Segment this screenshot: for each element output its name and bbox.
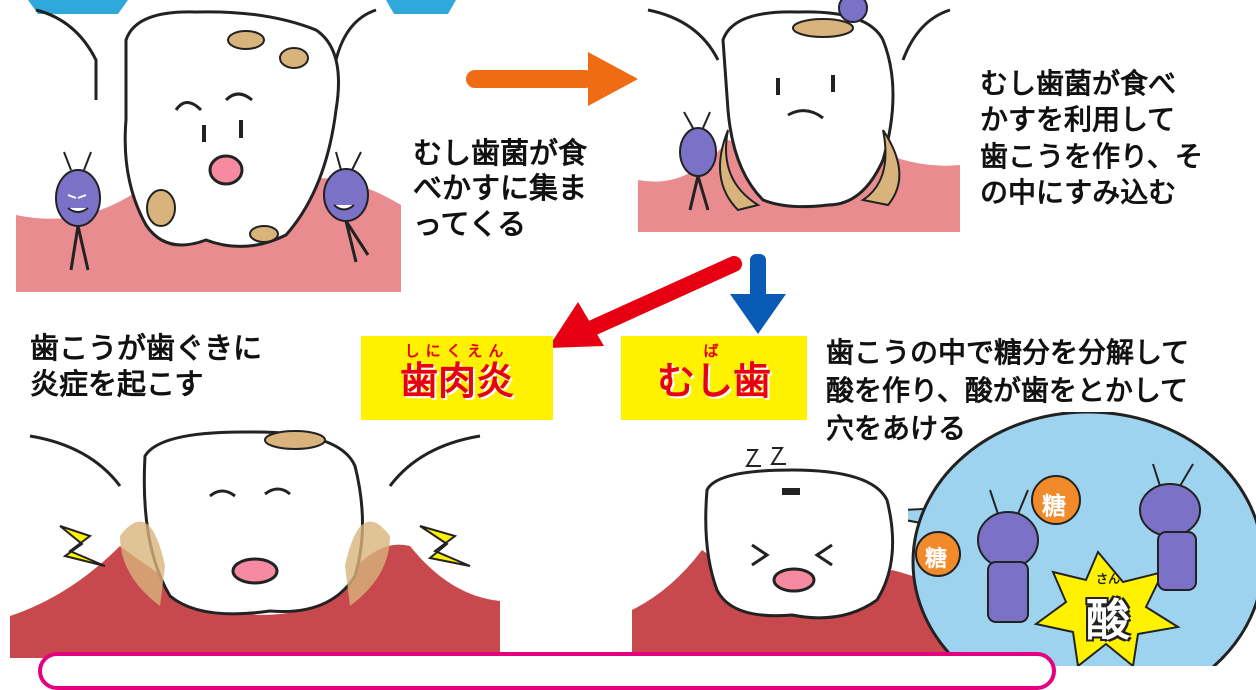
panel-gingivitis bbox=[10, 426, 500, 658]
caption-line: 歯こうが歯ぐきに bbox=[30, 331, 263, 365]
acid-bubble: 糖 糖 さん 酸 bbox=[908, 412, 1256, 666]
top-banner-left bbox=[28, 0, 128, 14]
label-gingivitis: しにくえん 歯肉炎 bbox=[361, 336, 553, 420]
acid-text: 酸 bbox=[1086, 595, 1130, 646]
sugar-text: 糖 bbox=[1042, 492, 1066, 520]
panel-caries bbox=[632, 440, 962, 660]
bacteria-icon bbox=[323, 151, 370, 263]
bacteria-icon bbox=[977, 489, 1039, 623]
caption-gingivitis: 歯こうが歯ぐきに 炎症を起こす bbox=[30, 330, 262, 403]
caption-line: 酸を作り、酸が歯をとかして bbox=[826, 373, 1189, 407]
caption-line: かすを利用して bbox=[980, 103, 1176, 137]
caption-line: の中にすみ込む bbox=[980, 176, 1177, 210]
caption-line: 炎症を起こす bbox=[30, 367, 204, 402]
caption-line: べかすに集ま bbox=[413, 171, 588, 206]
caption-line: むし歯菌が食べ bbox=[980, 67, 1177, 100]
bacteria-icon bbox=[679, 111, 717, 211]
caption-step1: むし歯菌が食 べかすに集ま ってくる bbox=[413, 136, 587, 242]
bacteria-icon bbox=[838, 0, 868, 23]
caption-line: むし歯菌が食 bbox=[413, 136, 588, 170]
label-name: 歯肉炎 bbox=[399, 359, 514, 403]
tooth-icon bbox=[123, 10, 340, 248]
lightning-icon bbox=[59, 525, 106, 567]
caption-line: ってくる bbox=[413, 206, 527, 241]
acid-ruby: さん bbox=[1096, 572, 1121, 586]
caption-step2: むし歯菌が食べ かすを利用して 歯こうを作り、そ の中にすみ込む bbox=[980, 66, 1203, 212]
top-banner-right bbox=[386, 0, 456, 14]
label-ruby: しにくえん bbox=[404, 342, 510, 360]
panel-plaque-formation bbox=[638, 0, 960, 232]
arrow-down-icon bbox=[730, 254, 786, 334]
caption-line: 歯こうを作り、そ bbox=[980, 139, 1203, 173]
caption-line: 穴をあける bbox=[826, 411, 967, 445]
bacteria-icon bbox=[55, 151, 101, 271]
label-caries: ば むし歯 bbox=[621, 336, 807, 420]
lightning-icon bbox=[419, 525, 471, 567]
panel-bacteria-gather bbox=[16, 0, 401, 292]
sugar-text: 糖 bbox=[925, 547, 948, 572]
bottom-info-bar bbox=[38, 652, 1056, 690]
caption-line: 歯こうの中で糖分を分解して bbox=[826, 336, 1190, 369]
arrow-right-icon bbox=[466, 52, 638, 106]
label-name: むし歯 bbox=[656, 359, 771, 403]
label-ruby: ば bbox=[703, 342, 725, 360]
sugar-ball-icon bbox=[915, 531, 961, 577]
arrow-down-left-icon bbox=[548, 256, 742, 348]
caption-caries: 歯こうの中で糖分を分解して 酸を作り、酸が歯をとかして 穴をあける bbox=[826, 334, 1189, 447]
bacteria-icon bbox=[1139, 463, 1201, 591]
sugar-ball-icon bbox=[1031, 475, 1081, 525]
